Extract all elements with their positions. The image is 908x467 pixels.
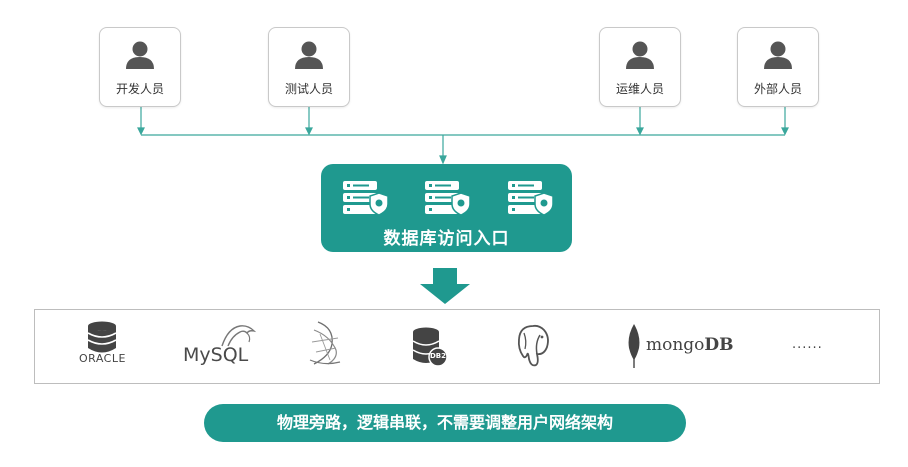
role-card-tester: 测试人员 [268, 27, 350, 107]
person-icon [626, 41, 654, 69]
mongodb-leaf-icon [628, 324, 640, 368]
down-arrow-icon [420, 268, 470, 304]
role-card-ops: 运维人员 [599, 27, 681, 107]
mongodb-logo-text: mongoDB [646, 335, 734, 355]
person-icon [764, 41, 792, 69]
db2-label: DB2 [430, 352, 447, 360]
mongodb-text-prefix: mongo [646, 335, 705, 355]
secure-server-icon [508, 181, 554, 215]
secure-server-icon [343, 181, 389, 215]
database-cylinder-icon [87, 321, 117, 353]
person-icon [295, 41, 323, 69]
dolphin-icon [221, 325, 257, 347]
postgresql-elephant-icon [517, 324, 549, 367]
role-label: 开发人员 [115, 82, 164, 96]
oracle-logo-text: ORACLE [79, 352, 126, 365]
role-card-developer: 开发人员 [99, 27, 181, 107]
slogan-banner: 物理旁路，逻辑串联，不需要调整用户网络架构 [204, 404, 686, 442]
gateway-label: 数据库访问入口 [383, 229, 510, 249]
role-card-external: 外部人员 [737, 27, 819, 107]
more-databases-ellipsis: ...... [792, 337, 823, 352]
person-icon [126, 41, 154, 69]
sql-server-icon [309, 321, 341, 365]
role-label: 测试人员 [284, 82, 333, 96]
secure-server-icon [425, 181, 471, 215]
role-label: 运维人员 [615, 82, 664, 96]
mysql-logo-text: MySQL [183, 344, 249, 366]
mongodb-text-suffix: DB [704, 335, 734, 355]
role-label: 外部人员 [753, 82, 802, 96]
database-access-gateway: 数据库访问入口 [321, 164, 572, 252]
database-panel: ORACLE MySQL DB2 mongoDB ...... [34, 309, 880, 384]
db2-database-icon [412, 327, 448, 367]
